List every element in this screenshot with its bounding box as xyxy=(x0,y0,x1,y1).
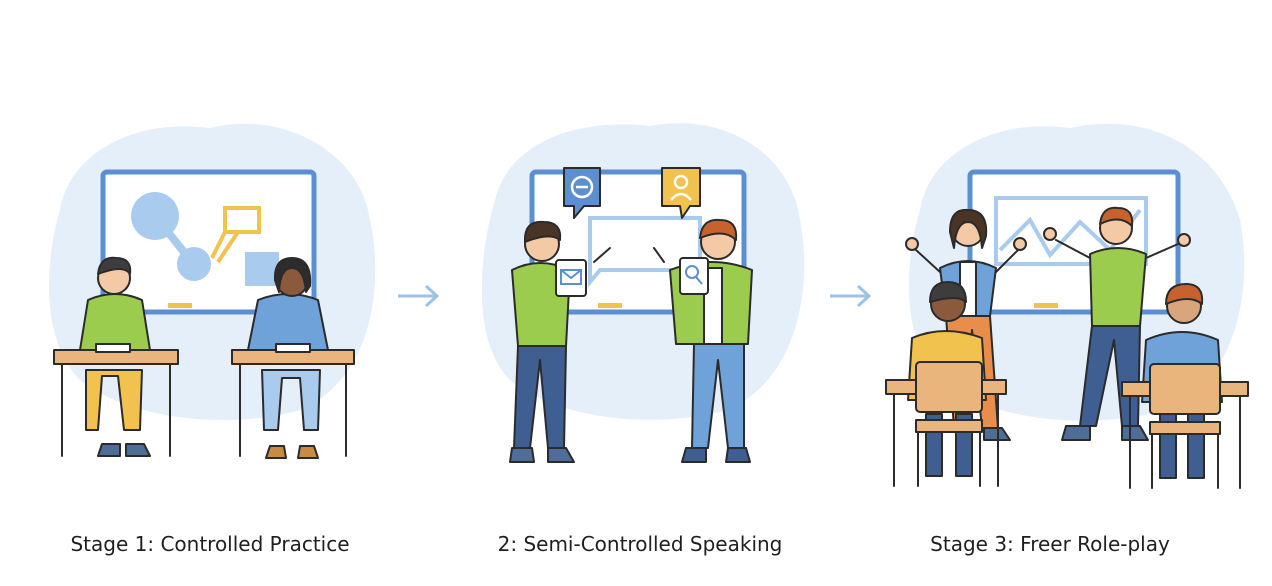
stage-1-caption: Stage 1: Controlled Practice xyxy=(70,532,350,556)
stage-1-desk-left xyxy=(53,343,179,457)
student-green-writing xyxy=(79,256,151,457)
stage-1-desk-right xyxy=(231,343,355,457)
arrow-right-icon xyxy=(398,284,440,308)
board-square-shape xyxy=(245,252,279,286)
stage-3-whiteboard xyxy=(967,169,1181,315)
board-circle-shape xyxy=(131,192,179,240)
stage-3-desk-right xyxy=(1121,363,1249,489)
search-icon xyxy=(679,257,709,295)
stage-1-panel xyxy=(48,123,376,459)
stage-2-caption: 2: Semi-Controlled Speaking xyxy=(497,532,783,556)
stage-2-panel xyxy=(481,123,805,463)
board-small-circle-shape xyxy=(177,247,211,281)
user-icon xyxy=(661,167,701,219)
speaker-green-jacket xyxy=(653,218,753,463)
student-blue-writing xyxy=(247,257,329,459)
stage-3-desk-left xyxy=(885,361,1007,487)
arrow-right-icon xyxy=(830,284,872,308)
mail-icon xyxy=(555,259,587,297)
speaker-green-shirt xyxy=(509,220,611,463)
stage-3-panel xyxy=(885,123,1249,489)
presenter-man xyxy=(1043,206,1191,441)
stage-1-whiteboard xyxy=(100,169,317,315)
no-entry-icon xyxy=(563,167,601,219)
stage-3-caption: Stage 3: Freer Role-play xyxy=(930,532,1170,556)
